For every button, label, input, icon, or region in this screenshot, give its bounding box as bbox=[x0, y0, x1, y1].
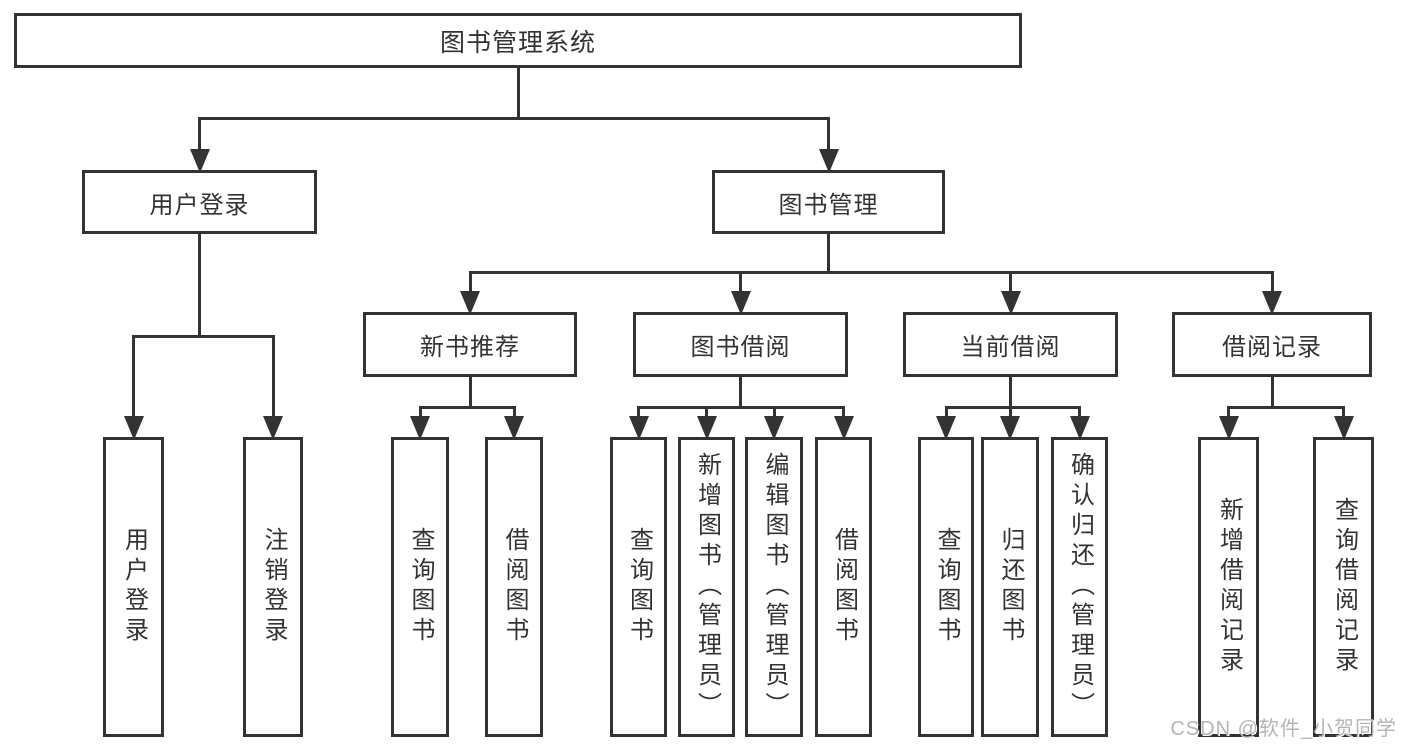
box-label-c_query: 查询图书 bbox=[933, 527, 960, 647]
box-nb_borrow: 借阅图书 bbox=[485, 437, 543, 737]
box-newbook: 新书推荐 bbox=[363, 312, 577, 377]
arrow-down-icon bbox=[818, 149, 839, 173]
arrow-down-icon bbox=[628, 416, 649, 440]
box-label-nb_query: 查询图书 bbox=[407, 527, 434, 647]
box-label-r_query: 查询借阅记录 bbox=[1330, 497, 1358, 677]
arrow-down-icon bbox=[123, 416, 144, 440]
arrow-down-icon bbox=[764, 416, 784, 440]
connector-line bbox=[468, 272, 472, 292]
connector-line bbox=[772, 407, 776, 417]
connector-line bbox=[418, 405, 516, 409]
box-c_confirm: 确认归还（管理员） bbox=[1051, 437, 1108, 737]
connector-line bbox=[516, 68, 520, 118]
box-label-nb_borrow: 借阅图书 bbox=[501, 527, 528, 647]
arrow-down-icon bbox=[189, 149, 210, 173]
box-label-b_borrow: 借阅图书 bbox=[830, 527, 858, 647]
box-label-newbook: 新书推荐 bbox=[420, 334, 520, 361]
connector-line bbox=[944, 407, 948, 417]
box-label-record: 借阅记录 bbox=[1222, 334, 1322, 361]
arrow-down-icon bbox=[460, 291, 480, 315]
box-label-c_confirm: 确认归还（管理员） bbox=[1066, 452, 1094, 722]
connector-line bbox=[198, 234, 201, 336]
arrow-down-icon bbox=[730, 291, 751, 315]
box-c_query: 查询图书 bbox=[918, 437, 974, 737]
connector-line bbox=[132, 334, 275, 338]
connector-line bbox=[637, 405, 845, 409]
box-label-u_logout: 注销登录 bbox=[260, 527, 287, 647]
box-label-root: 图书管理系统 bbox=[439, 28, 596, 57]
box-nb_query: 查询图书 bbox=[391, 437, 449, 737]
box-label-login: 用户登录 bbox=[149, 191, 250, 219]
connector-line bbox=[1078, 407, 1081, 417]
arrow-down-icon bbox=[696, 416, 717, 440]
box-label-r_add: 新增借阅记录 bbox=[1215, 497, 1243, 677]
box-root: 图书管理系统 bbox=[14, 13, 1022, 68]
box-label-b_add: 新增图书（管理员） bbox=[693, 452, 721, 722]
connector-line bbox=[637, 407, 640, 417]
arrow-down-icon bbox=[1069, 416, 1090, 440]
arrow-down-icon bbox=[1000, 291, 1021, 315]
arrow-down-icon bbox=[1218, 416, 1239, 440]
arrow-down-icon bbox=[1000, 416, 1020, 440]
box-b_edit: 编辑图书（管理员） bbox=[745, 437, 803, 737]
box-current: 当前借阅 bbox=[903, 312, 1118, 377]
connector-line bbox=[1008, 407, 1012, 417]
connector-line bbox=[1270, 377, 1274, 407]
box-b_query: 查询图书 bbox=[610, 437, 667, 737]
connector-line bbox=[1342, 407, 1345, 417]
connector-line bbox=[1227, 405, 1345, 409]
arrow-down-icon bbox=[504, 416, 524, 440]
arrow-down-icon bbox=[1262, 291, 1282, 315]
connector-line bbox=[468, 377, 472, 407]
box-c_return: 归还图书 bbox=[981, 437, 1039, 737]
connector-line bbox=[198, 118, 201, 150]
connector-line bbox=[1009, 272, 1012, 292]
connector-line bbox=[739, 377, 742, 407]
connector-line bbox=[1009, 377, 1012, 407]
connector-line bbox=[827, 234, 830, 272]
box-u_logout: 注销登录 bbox=[243, 437, 303, 737]
connector-line bbox=[512, 407, 516, 417]
box-label-mgmt: 图书管理 bbox=[778, 191, 879, 219]
connector-line bbox=[739, 272, 742, 292]
connector-line bbox=[705, 407, 708, 417]
connector-line bbox=[271, 336, 275, 417]
box-label-u_login: 用户登录 bbox=[120, 527, 148, 647]
box-b_borrow: 借阅图书 bbox=[815, 437, 872, 737]
box-r_query: 查询借阅记录 bbox=[1313, 437, 1374, 737]
box-label-b_query: 查询图书 bbox=[625, 527, 653, 647]
connector-line bbox=[1227, 407, 1230, 417]
box-login: 用户登录 bbox=[82, 170, 317, 234]
box-record: 借阅记录 bbox=[1172, 312, 1372, 377]
watermark-text: CSDN @软件_小贺同学 bbox=[1170, 718, 1397, 740]
arrow-down-icon bbox=[263, 416, 283, 440]
connector-line bbox=[1270, 272, 1274, 292]
connector-line bbox=[468, 270, 1274, 274]
box-label-b_edit: 编辑图书（管理员） bbox=[761, 452, 788, 722]
box-label-current: 当前借阅 bbox=[960, 334, 1061, 361]
connector-line bbox=[827, 118, 830, 150]
arrow-down-icon bbox=[410, 416, 430, 440]
connector-line bbox=[842, 407, 845, 417]
arrow-down-icon bbox=[1333, 416, 1354, 440]
connector-line bbox=[198, 116, 830, 120]
box-label-c_return: 归还图书 bbox=[997, 527, 1024, 647]
box-b_add: 新增图书（管理员） bbox=[678, 437, 735, 737]
arrow-down-icon bbox=[936, 416, 956, 440]
box-mgmt: 图书管理 bbox=[712, 170, 945, 234]
box-r_add: 新增借阅记录 bbox=[1198, 437, 1259, 737]
connector-line bbox=[132, 336, 135, 417]
arrow-down-icon bbox=[833, 416, 854, 440]
box-u_login: 用户登录 bbox=[103, 437, 164, 737]
box-borrow: 图书借阅 bbox=[633, 312, 848, 377]
box-label-borrow: 图书借阅 bbox=[690, 334, 791, 361]
connector-line bbox=[418, 407, 422, 417]
connector-line bbox=[944, 405, 1081, 409]
